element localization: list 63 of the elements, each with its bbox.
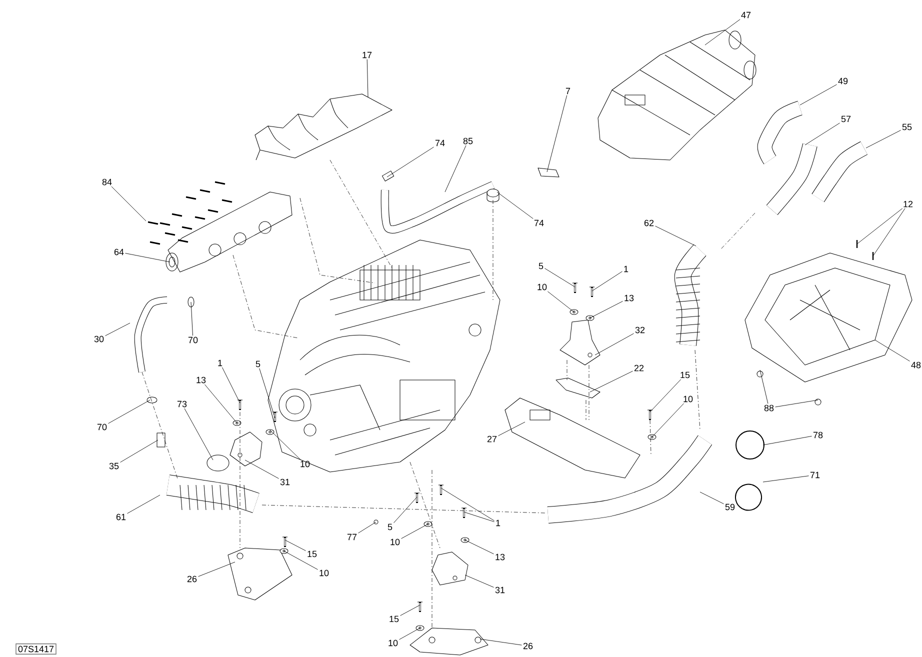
- leader-line: [222, 367, 240, 404]
- leader-line: [401, 524, 428, 539]
- leader-line: [762, 476, 809, 482]
- leader-line: [546, 95, 568, 172]
- callout-number: 35: [109, 462, 119, 470]
- leader-line: [204, 384, 238, 424]
- leader-line: [108, 400, 150, 424]
- leader-line: [856, 208, 903, 244]
- leader-line: [775, 400, 818, 408]
- leader-line: [498, 422, 526, 436]
- leader-line: [198, 562, 236, 577]
- callout-number: 48: [911, 362, 921, 368]
- leader-line: [480, 638, 522, 646]
- leader-line: [399, 628, 420, 640]
- leader-line: [125, 253, 170, 262]
- exploded-view-drawing: [134, 30, 912, 656]
- leader-line: [800, 84, 837, 106]
- leader-line: [760, 370, 768, 404]
- leader-line: [190, 302, 193, 336]
- callout-number: 70: [97, 424, 107, 430]
- leader-line: [184, 408, 214, 460]
- leader-line: [358, 522, 376, 534]
- leader-line: [244, 460, 279, 479]
- leader-line: [284, 550, 318, 570]
- leader-line: [366, 59, 368, 98]
- leader-line: [704, 19, 740, 46]
- leader-line: [700, 492, 724, 504]
- leader-line: [594, 333, 634, 356]
- leader-line: [111, 186, 146, 222]
- leader-line: [259, 368, 276, 418]
- leader-line: [127, 494, 160, 514]
- leader-line: [547, 291, 574, 312]
- leader-line: [592, 271, 622, 292]
- leader-line: [762, 436, 812, 446]
- leader-line: [270, 430, 301, 460]
- leader-line: [874, 340, 910, 362]
- leader-line: [804, 122, 840, 146]
- leader-line: [496, 192, 534, 219]
- leader-line: [120, 440, 158, 463]
- leader-line: [394, 496, 418, 524]
- leader-line: [464, 540, 494, 554]
- drawing-code-box: 07S1417: [16, 643, 56, 655]
- leader-line: [440, 488, 494, 521]
- callout-number: 84: [102, 178, 112, 186]
- callout-number: 30: [94, 336, 104, 342]
- leader-line: [105, 322, 130, 336]
- leader-line: [872, 208, 906, 256]
- leader-line: [386, 146, 434, 178]
- callout-number: 64: [114, 248, 124, 256]
- leader-line: [652, 403, 684, 438]
- leader-line: [866, 130, 901, 148]
- leader-line: [464, 512, 494, 522]
- leader-line: [655, 226, 696, 246]
- leader-line: [650, 379, 682, 412]
- leader-line: [400, 604, 420, 616]
- leader-line: [590, 370, 633, 392]
- callout-number: 47: [741, 12, 751, 18]
- leader-line: [544, 268, 576, 288]
- leader-line: [590, 300, 623, 318]
- leader-line: [464, 574, 494, 588]
- callout-number: 61: [116, 514, 126, 520]
- leader-line: [284, 540, 306, 551]
- leader-line: [444, 145, 466, 192]
